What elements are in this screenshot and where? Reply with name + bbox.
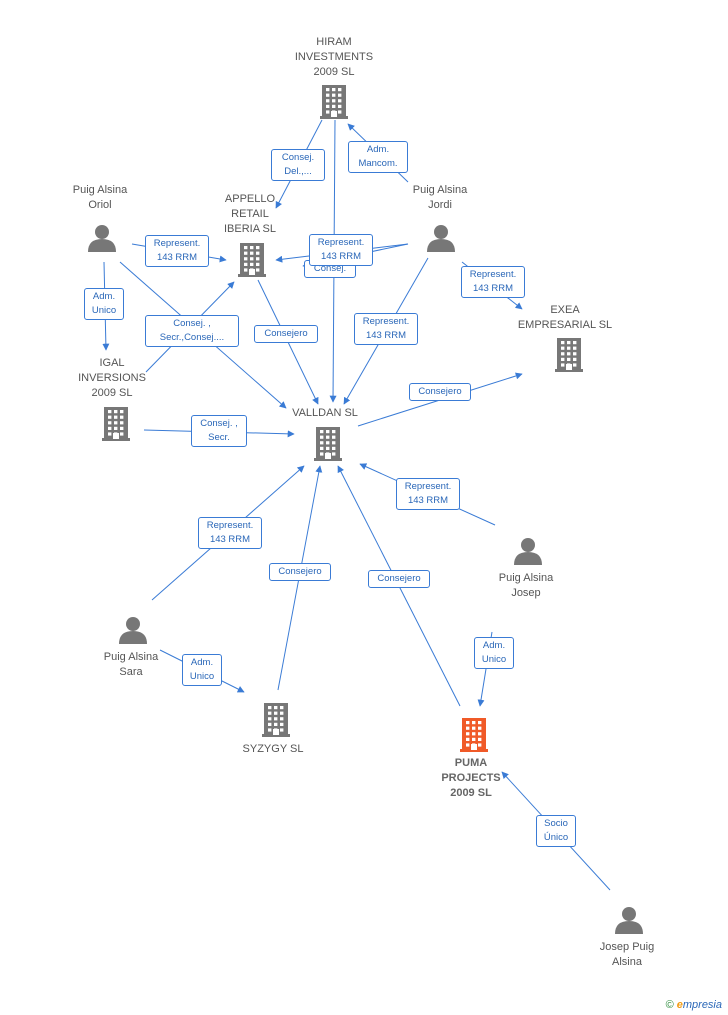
node-label-josep2[interactable]: Josep Puig Alsina (599, 941, 655, 968)
building-icon[interactable] (262, 703, 290, 742)
building-icon[interactable] (102, 407, 130, 446)
edge-label[interactable]: Adm. Unico (84, 288, 124, 320)
edge-label[interactable]: Consej. , Secr.,Consej.... (145, 315, 239, 347)
node-label-appello[interactable]: APPELLO RETAIL IBERIA SL (224, 193, 276, 235)
edge-label[interactable]: Socio Único (536, 815, 576, 847)
building-icon[interactable] (238, 243, 266, 282)
edge-label[interactable]: Represent. 143 RRM (145, 235, 209, 267)
brand-logo: © empresia (666, 999, 722, 1011)
building-icon[interactable] (314, 427, 342, 466)
building-icon[interactable] (555, 338, 583, 377)
edge-label[interactable]: Adm. Mancom. (348, 141, 408, 173)
node-label-syzygy[interactable]: SYZYGY SL (242, 743, 304, 755)
brand-name: mpresia (682, 999, 722, 1011)
edge-label[interactable]: Consejero (409, 383, 471, 401)
edge-label[interactable]: Adm. Unico (474, 637, 514, 669)
edge-label[interactable]: Represent. 143 RRM (309, 234, 373, 266)
node-label-josep[interactable]: Puig Alsina Josep (498, 572, 554, 599)
person-icon[interactable] (513, 537, 543, 570)
node-label-oriol[interactable]: Puig Alsina Oriol (72, 184, 128, 211)
node-label-igal[interactable]: IGAL INVERSIONS 2009 SL (78, 357, 146, 399)
person-icon[interactable] (87, 224, 117, 257)
node-label-jordi[interactable]: Puig Alsina Jordi (412, 184, 468, 211)
person-icon[interactable] (426, 224, 456, 257)
node-label-sara[interactable]: Puig Alsina Sara (103, 651, 159, 678)
edge-label[interactable]: Represent. 143 RRM (461, 266, 525, 298)
edge-label[interactable]: Represent. 143 RRM (396, 478, 460, 510)
edge-label[interactable]: Consej. Del.,... (271, 149, 325, 181)
edge-label[interactable]: Represent. 143 RRM (198, 517, 262, 549)
building-icon[interactable] (320, 85, 348, 124)
node-label-hiram[interactable]: HIRAM INVESTMENTS 2009 SL (294, 36, 374, 78)
edge-label[interactable]: Represent. 143 RRM (354, 313, 418, 345)
node-label-valldan[interactable]: VALLDAN SL (292, 407, 358, 419)
node-label-exea[interactable]: EXEA EMPRESARIAL SL (517, 304, 613, 331)
edge-label[interactable]: Consejero (254, 325, 318, 343)
person-icon[interactable] (118, 616, 148, 649)
building-icon[interactable] (460, 718, 488, 757)
brand-e: e (676, 999, 683, 1011)
edge-label[interactable]: Consejero (269, 563, 331, 581)
edge-label[interactable]: Consej. , Secr. (191, 415, 247, 447)
node-label-puma[interactable]: PUMA PROJECTS 2009 SL (441, 757, 501, 799)
copyright-symbol: © (665, 999, 674, 1011)
person-icon[interactable] (614, 906, 644, 939)
edge-label[interactable]: Consejero (368, 570, 430, 588)
edge-label[interactable]: Adm. Unico (182, 654, 222, 686)
